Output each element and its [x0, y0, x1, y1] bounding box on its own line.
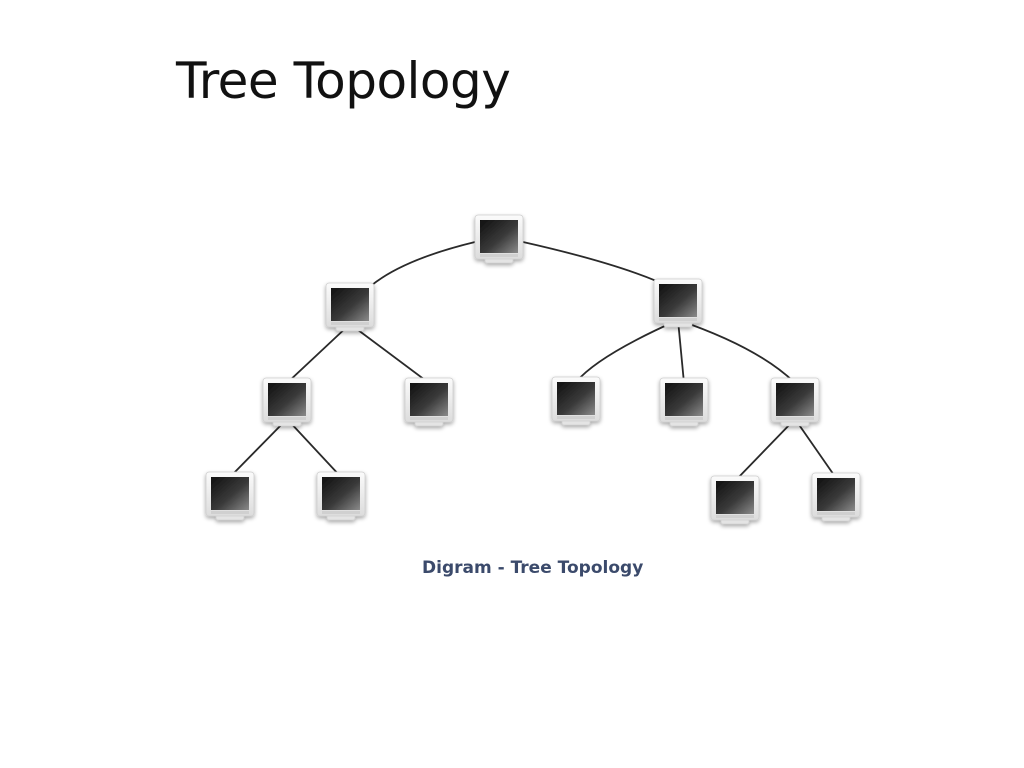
link-root-to-left-hub — [361, 241, 476, 295]
computer-monitor-icon-right-left — [551, 376, 601, 426]
link-right-hub-to-right-right — [677, 319, 796, 384]
diagram-caption: Digram - Tree Topology — [422, 558, 643, 578]
computer-monitor-icon-left-left — [262, 377, 312, 427]
slide-title: Tree Topology — [176, 52, 511, 110]
computer-monitor-icon-leaf-ll-2 — [316, 471, 366, 521]
link-root-to-right-hub — [522, 241, 677, 291]
link-right-hub-to-right-mid — [677, 319, 685, 384]
link-right-right-to-leaf-rr-1 — [734, 418, 796, 482]
computer-monitor-icon-leaf-ll-1 — [205, 471, 255, 521]
computer-monitor-icon-right-mid — [659, 377, 709, 427]
computer-monitor-icon-right-hub — [653, 278, 703, 328]
links-layer — [229, 241, 837, 482]
nodes-layer — [205, 214, 861, 525]
link-left-hub-to-left-right — [349, 323, 430, 384]
link-left-left-to-leaf-ll-2 — [286, 418, 342, 478]
link-right-right-to-leaf-rr-2 — [794, 418, 837, 479]
computer-monitor-icon-right-right — [770, 377, 820, 427]
computer-monitor-icon-leaf-rr-1 — [710, 475, 760, 525]
link-left-left-to-leaf-ll-1 — [229, 418, 288, 478]
link-right-hub-to-right-left — [575, 319, 679, 383]
link-left-hub-to-left-left — [286, 323, 351, 384]
computer-monitor-icon-root — [474, 214, 524, 264]
computer-monitor-icon-left-hub — [325, 282, 375, 332]
computer-monitor-icon-leaf-rr-2 — [811, 472, 861, 522]
computer-monitor-icon-left-right — [404, 377, 454, 427]
